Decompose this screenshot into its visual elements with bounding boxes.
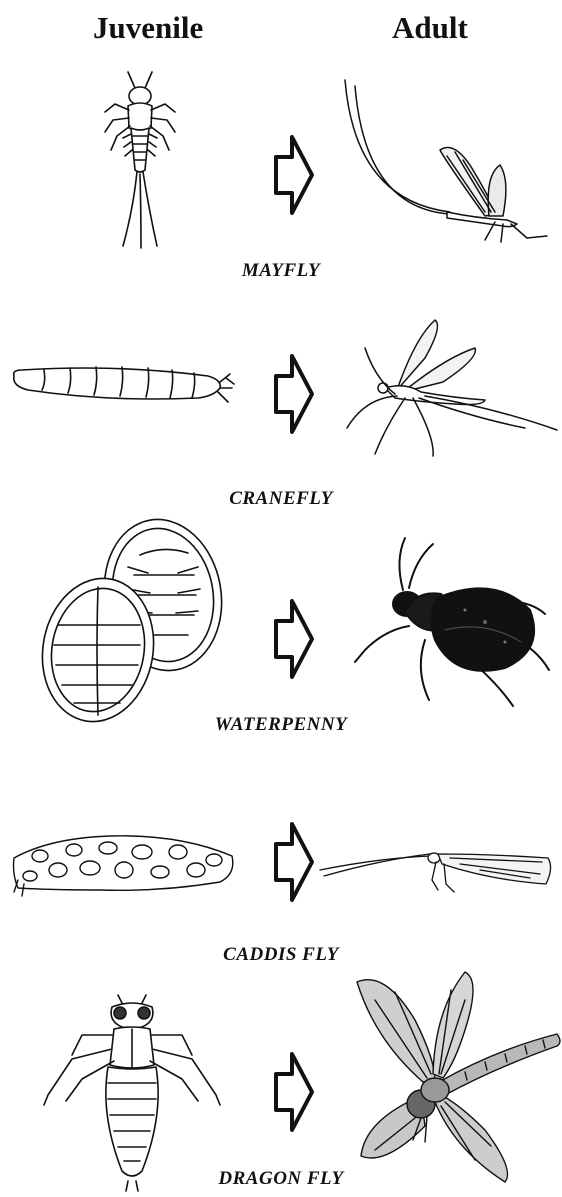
- dragonfly-label: DRAGON FLY: [0, 1168, 562, 1190]
- arrow-4: [272, 820, 316, 904]
- juvenile-header: Juvenile: [93, 10, 203, 46]
- cranefly-label: CRANEFLY: [0, 488, 562, 510]
- mayfly-adult-icon: [335, 80, 550, 245]
- arrow-5: [272, 1050, 316, 1134]
- arrow-2: [272, 352, 316, 436]
- caddisfly-adult-icon: [320, 840, 555, 900]
- waterpenny-larva-icon: [28, 515, 228, 730]
- adult-header: Adult: [392, 10, 468, 46]
- dragonfly-adult-icon: [355, 970, 562, 1196]
- cranefly-larva-icon: [8, 358, 236, 410]
- caddisfly-case-icon: [10, 830, 235, 902]
- mayfly-nymph-icon: [95, 70, 185, 250]
- dragonfly-nymph-icon: [42, 995, 222, 1193]
- caddisfly-label: CADDIS FLY: [0, 944, 562, 966]
- arrow-1: [272, 133, 316, 217]
- cranefly-adult-icon: [325, 318, 560, 458]
- arrow-3: [272, 597, 316, 681]
- waterpenny-label: WATERPENNY: [0, 714, 562, 736]
- mayfly-label: MAYFLY: [0, 260, 562, 282]
- waterpenny-beetle-icon: [345, 530, 550, 710]
